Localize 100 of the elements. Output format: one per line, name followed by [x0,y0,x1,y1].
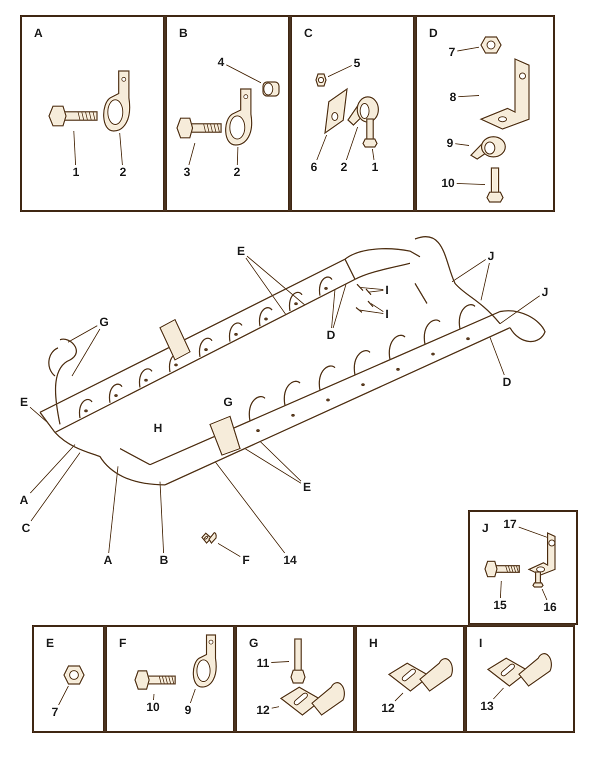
callout-number: 9 [184,704,192,716]
callout-number: 1 [72,166,80,178]
leader-line [246,256,306,306]
callout-number: 9 [446,137,454,149]
clip-drawing [487,655,551,687]
parts-panel [165,15,290,212]
leader-line [30,444,76,494]
leader-line [454,143,470,146]
leader-line [271,706,280,709]
bolt-drawing [290,638,306,684]
callout-number: 17 [502,518,518,530]
parts-panel [290,15,415,212]
clip-drawing [201,532,217,544]
leader-line [358,310,384,314]
leader-line [480,262,490,301]
parts-panel [235,625,355,733]
clamp-drawing [470,136,506,160]
callout-number: 2 [118,166,128,178]
callout-number: 12 [255,704,271,716]
bracket-drawing [480,58,530,130]
callout-number: 5 [352,57,362,69]
callout-number: 16 [542,601,558,613]
leader-line [360,286,384,290]
leader-line [108,466,118,554]
leader-line [394,692,404,702]
bolt-drawing [486,167,504,203]
callout-number: 10 [440,177,456,189]
callout-letter: C [20,522,32,534]
parts-panel [32,625,105,733]
bracket-drawing [528,532,556,576]
callout-letter: E [302,481,312,493]
callout-number: 7 [448,46,456,58]
callout-number: 12 [380,702,396,714]
callout-number: 15 [492,599,508,611]
leader-line [270,661,290,663]
callout-number: 14 [282,554,298,566]
parts-panel [355,625,465,733]
panel-letter: G [249,637,258,649]
leader-line [542,588,548,600]
clip-drawing [280,684,344,716]
panel-letter: I [479,637,482,649]
callout-letter: B [158,554,170,566]
parts-panel [20,15,165,212]
leader-line [30,406,48,422]
leader-line [372,148,374,160]
leader-line [458,95,480,98]
leader-line [153,694,154,700]
leader-line [332,284,346,328]
leader-line [214,461,286,554]
callout-letter: H [152,422,164,434]
callout-number: 3 [182,166,192,178]
leader-line [316,134,328,160]
leader-line [119,132,123,166]
callout-number: 8 [448,91,458,103]
leader-line [58,686,69,706]
panel-letter: F [119,637,126,649]
clip-drawing [388,660,452,692]
panel-letter: H [369,637,378,649]
leader-line [331,288,336,328]
leader-line [190,688,196,704]
panel-letter: C [304,27,313,39]
callout-number: 4 [216,56,226,68]
callout-number: 11 [256,657,270,669]
callout-number: 6 [310,161,318,173]
leader-line [456,46,480,52]
leader-line [245,258,286,316]
panel-letter: E [46,637,54,649]
leader-line [72,328,100,376]
leader-line [73,130,76,166]
nut-drawing [63,665,85,685]
callout-letter: A [102,554,114,566]
screw-drawing [532,571,544,588]
panel-letter: A [34,27,43,39]
callout-number: 1 [370,161,380,173]
leader-line [500,295,540,324]
callout-number: 13 [479,700,495,712]
callout-number: 10 [145,701,161,713]
leader-line [368,290,384,293]
leader-line [492,688,504,700]
panel-letter: D [429,27,438,39]
leader-line [68,325,98,343]
nut-drawing [480,36,502,54]
parts-panel [415,15,555,212]
leader-line [452,259,486,282]
parts-panel [468,510,578,625]
leader-line [518,526,550,538]
leader-line [346,126,358,160]
nut-drawing [315,73,327,87]
callout-letter: A [18,494,30,506]
leader-line [500,580,502,598]
leader-line [218,542,241,558]
parts-panel [465,625,575,733]
callout-letter: J [540,286,550,298]
callout-letter: E [19,396,29,408]
leader-line [30,452,80,522]
leader-line [456,182,486,186]
panel-letter: B [179,27,188,39]
leader-line [226,64,262,84]
leader-line [160,481,164,554]
callout-number: 2 [232,166,242,178]
